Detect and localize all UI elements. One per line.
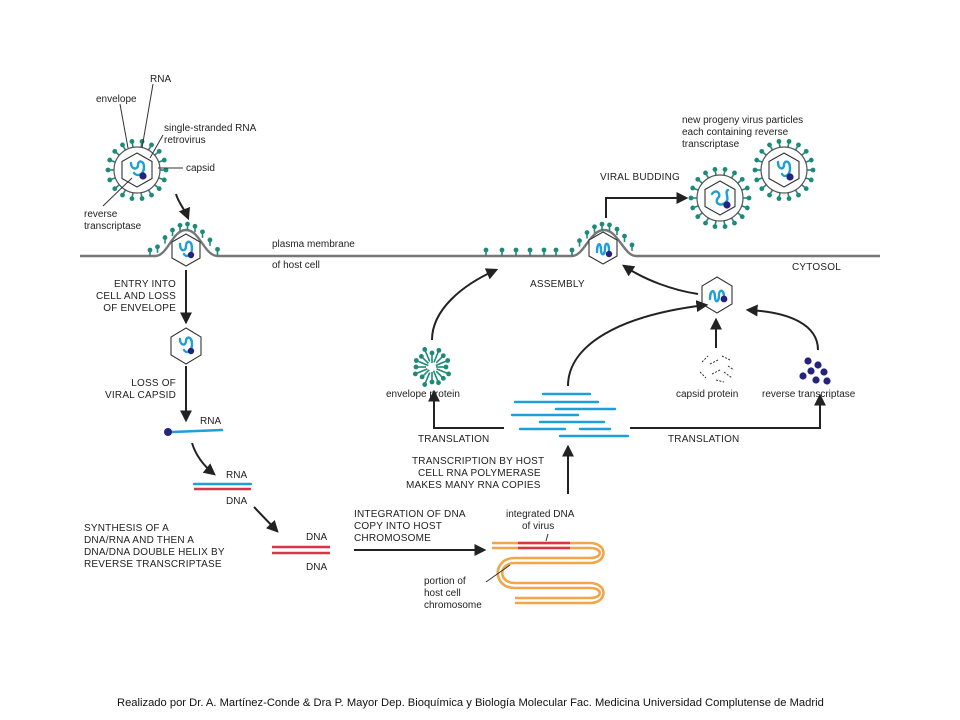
plasma-membrane xyxy=(80,228,880,258)
process-arrows xyxy=(175,192,826,556)
label-reverse-transcriptase: reverse transcriptase xyxy=(762,389,856,400)
rna-copies xyxy=(510,392,630,438)
footer-credit: Realizado por Dr. A. Martínez-Conde & Dr… xyxy=(117,697,824,709)
label-portion-2: host cell xyxy=(424,588,461,599)
label-ss-rna-1: single-stranded RNA xyxy=(164,123,257,134)
label-transcription-3: MAKES MANY RNA COPIES xyxy=(406,480,541,491)
capsid-protein-fragments xyxy=(699,355,735,383)
assembling-capsid xyxy=(588,231,618,265)
label-rna-hybrid: RNA xyxy=(226,470,247,481)
diagram-labels: RNA envelope single-stranded RNA retrovi… xyxy=(84,74,856,611)
label-viral-budding: VIRAL BUDDING xyxy=(600,172,680,183)
label-integration-1: INTEGRATION OF DNA xyxy=(354,509,466,520)
assembly-membrane-spikes xyxy=(483,221,635,256)
rna-dna-hybrid xyxy=(192,482,253,491)
label-envelope-protein: envelope protein xyxy=(386,389,460,400)
label-integrated-2: of virus xyxy=(522,521,554,532)
label-translation-right: TRANSLATION xyxy=(668,434,739,445)
virus-leader-lines xyxy=(102,83,183,207)
label-assembly: ASSEMBLY xyxy=(530,279,585,290)
retrovirus-particle xyxy=(105,139,169,201)
viral-rna-strand xyxy=(164,428,224,436)
label-loss-capsid-1: LOSS OF xyxy=(131,378,176,389)
label-rt-2: transcriptase xyxy=(84,221,142,232)
label-capsid: capsid xyxy=(186,163,215,174)
label-progeny-2: each containing reverse xyxy=(682,127,789,138)
label-entry-3: OF ENVELOPE xyxy=(103,303,176,314)
label-synthesis-3: DNA/DNA DOUBLE HELIX BY xyxy=(84,547,225,558)
label-progeny-3: transcriptase xyxy=(682,139,740,150)
label-rna-top: RNA xyxy=(150,74,171,85)
progeny-virus-2 xyxy=(752,139,816,201)
label-entry-1: ENTRY INTO xyxy=(114,279,176,290)
label-transcription-2: CELL RNA POLYMERASE xyxy=(418,468,541,479)
label-rna-single: RNA xyxy=(200,416,221,427)
label-progeny-1: new progeny virus particles xyxy=(682,115,803,126)
label-integrated-1: integrated DNA xyxy=(506,509,575,520)
label-envelope: envelope xyxy=(96,94,137,105)
assembled-capsid xyxy=(701,276,733,314)
reverse-transcriptase-dots xyxy=(799,357,831,385)
label-entry-2: CELL AND LOSS xyxy=(96,291,176,302)
label-rt-1: reverse xyxy=(84,209,118,220)
label-loss-capsid-2: VIRAL CAPSID xyxy=(105,390,176,401)
label-synthesis-2: DNA/RNA AND THEN A xyxy=(84,535,194,546)
dna-double-strand xyxy=(272,545,330,555)
entering-capsid xyxy=(171,233,201,267)
progeny-virus-1 xyxy=(688,167,752,229)
label-membrane-2: of host cell xyxy=(272,260,320,271)
label-dna-hybrid: DNA xyxy=(226,496,247,507)
label-cytosol: CYTOSOL xyxy=(792,262,841,273)
label-ss-rna-2: retrovirus xyxy=(164,135,206,146)
label-synthesis-4: REVERSE TRANSCRIPTASE xyxy=(84,559,222,570)
label-dna-ds-top: DNA xyxy=(306,532,327,543)
label-dna-ds-bottom: DNA xyxy=(306,562,327,573)
host-chromosome xyxy=(485,533,605,605)
entry-membrane-spikes xyxy=(147,221,220,256)
label-portion-3: chromosome xyxy=(424,600,482,611)
label-membrane-1: plasma membrane xyxy=(272,239,355,250)
label-portion-1: portion of xyxy=(424,576,466,587)
free-capsid xyxy=(170,327,202,365)
label-transcription-1: TRANSCRIPTION BY HOST xyxy=(412,456,544,467)
label-integration-3: CHROMOSOME xyxy=(354,533,431,544)
envelope-protein-cluster xyxy=(412,347,452,387)
label-integration-2: COPY INTO HOST xyxy=(354,521,442,532)
label-translation-left: TRANSLATION xyxy=(418,434,489,445)
label-capsid-protein: capsid protein xyxy=(676,389,738,400)
label-synthesis-1: SYNTHESIS OF A xyxy=(84,523,169,534)
